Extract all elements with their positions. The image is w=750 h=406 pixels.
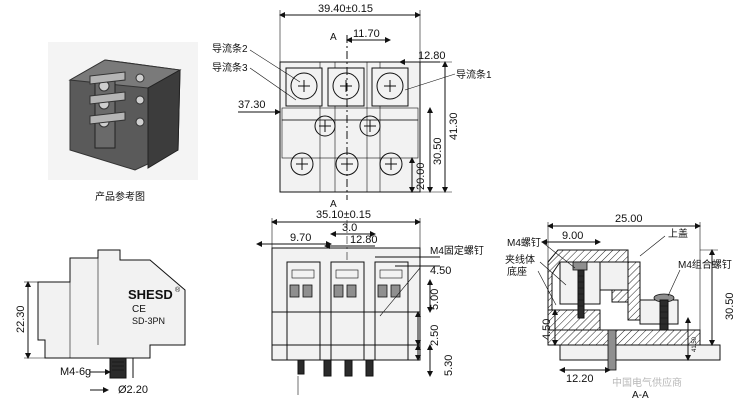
dim-section-d: 41.50	[692, 336, 698, 352]
ce-mark: CE	[132, 304, 146, 315]
label-clamp: 夹线体	[505, 253, 535, 266]
label-base: 底座	[507, 265, 527, 278]
left-view	[24, 249, 186, 393]
section-mark-bottom: A	[330, 199, 337, 210]
dim-top-h3: 20.00	[415, 162, 427, 190]
dim-section-c: 12.20	[566, 373, 594, 385]
dim-front-d: 4.50	[430, 265, 451, 277]
dim-front-e: 5.00	[429, 289, 441, 310]
section-view	[537, 222, 721, 373]
dim-left-dia: Ø2.20	[118, 384, 148, 396]
label-m4-fix-screw: M4固定螺钉	[430, 244, 484, 257]
front-view	[256, 218, 440, 395]
dim-section-h: 30.50	[724, 292, 736, 320]
dim-front-f: 2.50	[429, 325, 441, 346]
product-photo	[48, 42, 198, 180]
brand-reg: ®	[175, 286, 181, 294]
label-bus3: 导流条3	[212, 61, 248, 74]
label-bus2: 导流条2	[212, 42, 248, 55]
model-number: SD-3PN	[132, 316, 165, 326]
dim-left-height: 22.30	[15, 305, 27, 333]
dim-top-pitch2: 12.80	[418, 50, 446, 62]
dim-left-thread: M4-6g	[60, 366, 91, 378]
watermark-text: 中国电气供应商	[612, 376, 682, 389]
dim-front-width: 35.10±0.15	[316, 209, 371, 221]
dim-top-h1: 30.50	[432, 137, 444, 165]
dim-top-left: 37.30	[238, 99, 266, 111]
dim-front-b: 3.0	[342, 222, 357, 234]
dim-top-pitch: 11.70	[353, 28, 380, 40]
label-bus1: 导流条1	[456, 68, 492, 81]
section-label: A-A	[632, 390, 649, 401]
dim-section-b: 4.50	[541, 319, 553, 340]
photo-caption: 产品参考图	[95, 190, 145, 203]
dim-section-a: 9.00	[562, 230, 583, 242]
section-mark-top: A	[330, 32, 337, 43]
brand-name: SHESD	[128, 287, 173, 302]
label-m4-combo-screw: M4组合螺钉	[678, 258, 732, 271]
dim-top-h2: 41.30	[448, 112, 460, 140]
dim-front-c: 12.80	[350, 234, 378, 246]
top-view	[238, 10, 456, 200]
dim-section-width: 25.00	[615, 213, 643, 225]
dim-front-a: 9.70	[290, 232, 311, 244]
label-m4-screw: M4螺钉	[507, 237, 541, 249]
dim-front-g: 5.30	[443, 355, 455, 376]
label-top-cover: 上盖	[668, 227, 688, 240]
dim-top-width: 39.40±0.15	[318, 3, 373, 15]
